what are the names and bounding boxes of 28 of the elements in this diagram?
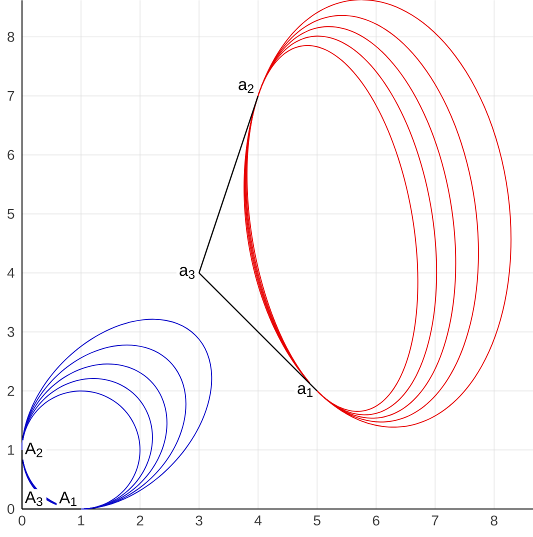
point-label: A$_{2}$ [22, 440, 46, 460]
line-segment [198, 96, 259, 274]
tick-label: 4 [7, 268, 14, 278]
line-segment [21, 450, 23, 509]
tick-label: 1 [8, 445, 14, 455]
tick-label: 6 [372, 516, 380, 526]
tick-label: 7 [432, 516, 438, 526]
line-segment [22, 508, 81, 510]
tick-label: 3 [7, 326, 14, 337]
tick-label: 6 [8, 150, 14, 160]
tick-label: 0 [7, 504, 14, 514]
tick-label: 2 [136, 516, 144, 526]
point-label: A$_{1}$ [56, 489, 81, 509]
tick-label: 0 [18, 516, 26, 526]
point-label: a$_{1}$ [294, 382, 317, 400]
point-label: A$_{3}$ [22, 489, 46, 509]
tick-label: 4 [254, 516, 262, 526]
tick-label: 5 [314, 516, 320, 526]
tick-label: 5 [7, 208, 14, 219]
tick-label: 8 [8, 32, 14, 42]
tick-label: 3 [196, 516, 202, 526]
point-label: a$_{2}$ [235, 78, 258, 96]
point-label: a$_{3}$ [176, 264, 199, 282]
tick-label: 2 [8, 386, 14, 396]
tick-label: 8 [490, 516, 498, 526]
tick-label: 7 [8, 91, 14, 101]
tick-label: 1 [78, 516, 84, 526]
line-segment [198, 272, 318, 392]
